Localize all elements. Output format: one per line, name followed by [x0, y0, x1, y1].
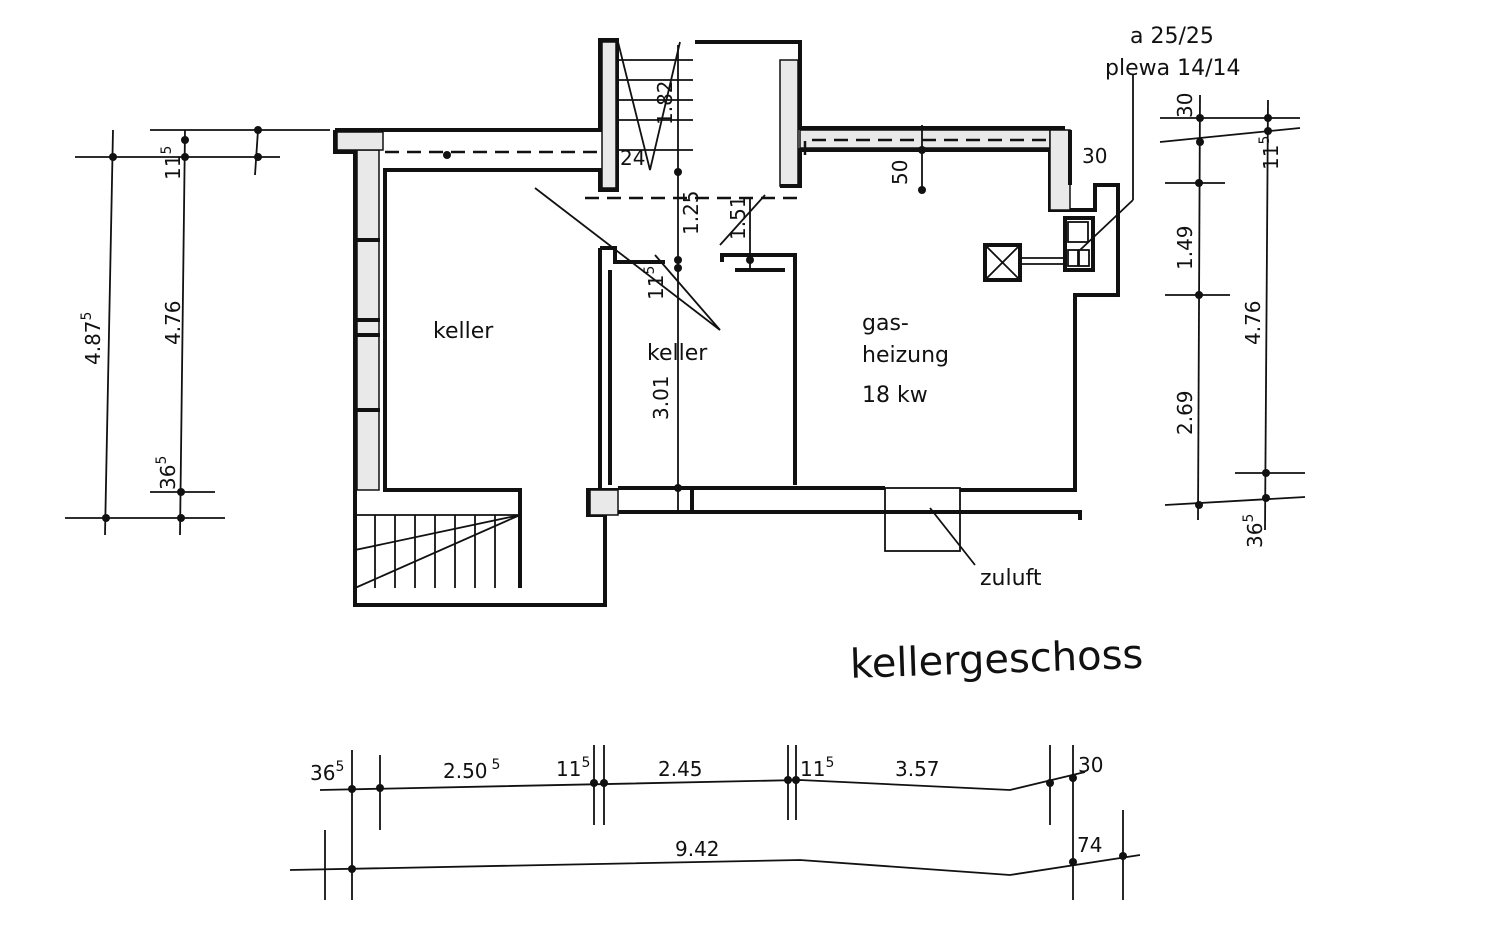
plan-title: kellergeschoss: [849, 632, 1144, 688]
dim-right-2-69: 2.69: [1173, 390, 1197, 435]
room-label-heating-1: gas-: [862, 311, 909, 336]
dim-1-25: 1.25: [679, 190, 703, 235]
dim-right-30: 30: [1173, 93, 1197, 118]
room-label-keller-middle: keller: [647, 341, 708, 366]
dim-left-top: 115: [159, 146, 185, 180]
stair-top: [617, 41, 693, 171]
dim-24: 24: [620, 146, 645, 170]
dim-bottom-total: 9.42: [675, 837, 720, 861]
dim-1-51: 1.51: [726, 195, 750, 240]
dim-bottom-11-5-b: 115: [800, 755, 834, 781]
chimney-label-2: plewa 14/14: [1105, 56, 1240, 81]
dim-3-01: 3.01: [649, 375, 673, 420]
chimney-label-1: a 25/25: [1130, 24, 1214, 49]
dim-bottom-74: 74: [1077, 833, 1102, 857]
room-label-heating-3: 18 kw: [862, 383, 928, 408]
dim-bottom-11-5-a: 115: [556, 755, 590, 781]
dim-11-5-interior: 115: [642, 266, 668, 300]
dim-stair-length: 1.82: [653, 80, 677, 125]
dim-right-36-5: 365: [1241, 514, 1267, 548]
dim-50: 50: [888, 160, 912, 185]
dim-left-middle: 4.76: [161, 300, 185, 345]
stair-bottom: [354, 514, 521, 589]
dim-right-1-49: 1.49: [1173, 225, 1197, 270]
room-label-keller-left: keller: [433, 319, 494, 344]
zuluft-label: zuluft: [980, 566, 1042, 591]
dim-bottom-36-5: 365: [310, 759, 344, 785]
heating-unit-icon: [983, 243, 1065, 282]
dim-bottom-2-45: 2.45: [658, 757, 703, 781]
dim-right-total: 4.76: [1241, 300, 1265, 345]
dim-30-interior: 30: [1082, 144, 1107, 168]
dim-bottom-3-57: 3.57: [895, 757, 940, 781]
dim-left-bottom: 365: [154, 456, 180, 490]
dim-left-total: 4.875: [79, 312, 105, 365]
room-label-heating-2: heizung: [862, 343, 949, 368]
dimension-lines: [65, 45, 1306, 900]
dim-bottom-30: 30: [1078, 753, 1103, 777]
dim-right-11-5: 115: [1257, 136, 1283, 170]
